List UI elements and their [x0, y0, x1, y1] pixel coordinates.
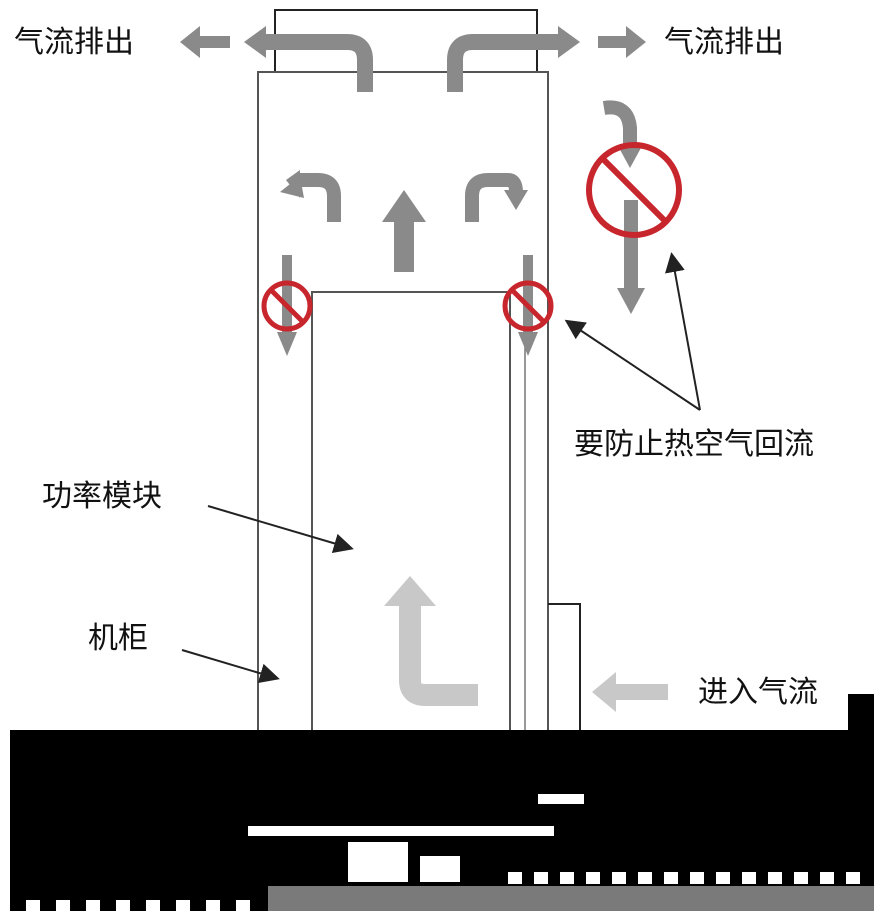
leader-line-backflow-1 — [564, 319, 701, 411]
intake-l-arrow — [384, 576, 478, 706]
side-duct — [548, 603, 581, 732]
exhaust-arrow-left — [262, 34, 373, 92]
prohibit-icon — [261, 280, 313, 332]
exhaust-arrow-left-head — [244, 26, 266, 58]
prohibit-icon — [502, 280, 554, 332]
label-exhaust-right: 气流排出 — [664, 25, 784, 60]
label-prevent-backflow: 要防止热空气回流 — [574, 427, 814, 462]
leader-line-cabinet — [181, 649, 280, 684]
backflow-arrow-right — [518, 255, 538, 356]
label-exhaust-left: 气流排出 — [14, 25, 134, 60]
exhaust-arrow-left-outer — [180, 26, 230, 58]
label-intake: 进入气流 — [698, 675, 818, 710]
curl-arrow-left — [280, 170, 341, 222]
floor-glitch-marks — [26, 794, 860, 911]
floor-corner-block — [848, 694, 874, 734]
center-up-arrow — [382, 190, 426, 272]
prohibit-icon — [586, 142, 682, 238]
intake-arrow — [592, 672, 668, 712]
label-power-module: 功率模块 — [42, 479, 162, 514]
exhaust-arrow-right-head — [558, 26, 580, 58]
label-cabinet: 机柜 — [88, 621, 148, 656]
leader-line-backflow-2 — [665, 252, 701, 411]
outside-backflow-arrow — [602, 100, 645, 314]
curl-arrow-right — [465, 173, 528, 222]
exhaust-arrow-right-outer — [598, 26, 646, 58]
floor-gray-strip — [268, 886, 874, 911]
leader-line-module — [207, 505, 354, 554]
backflow-arrow-left — [277, 255, 297, 356]
exhaust-arrow-right — [447, 34, 560, 92]
